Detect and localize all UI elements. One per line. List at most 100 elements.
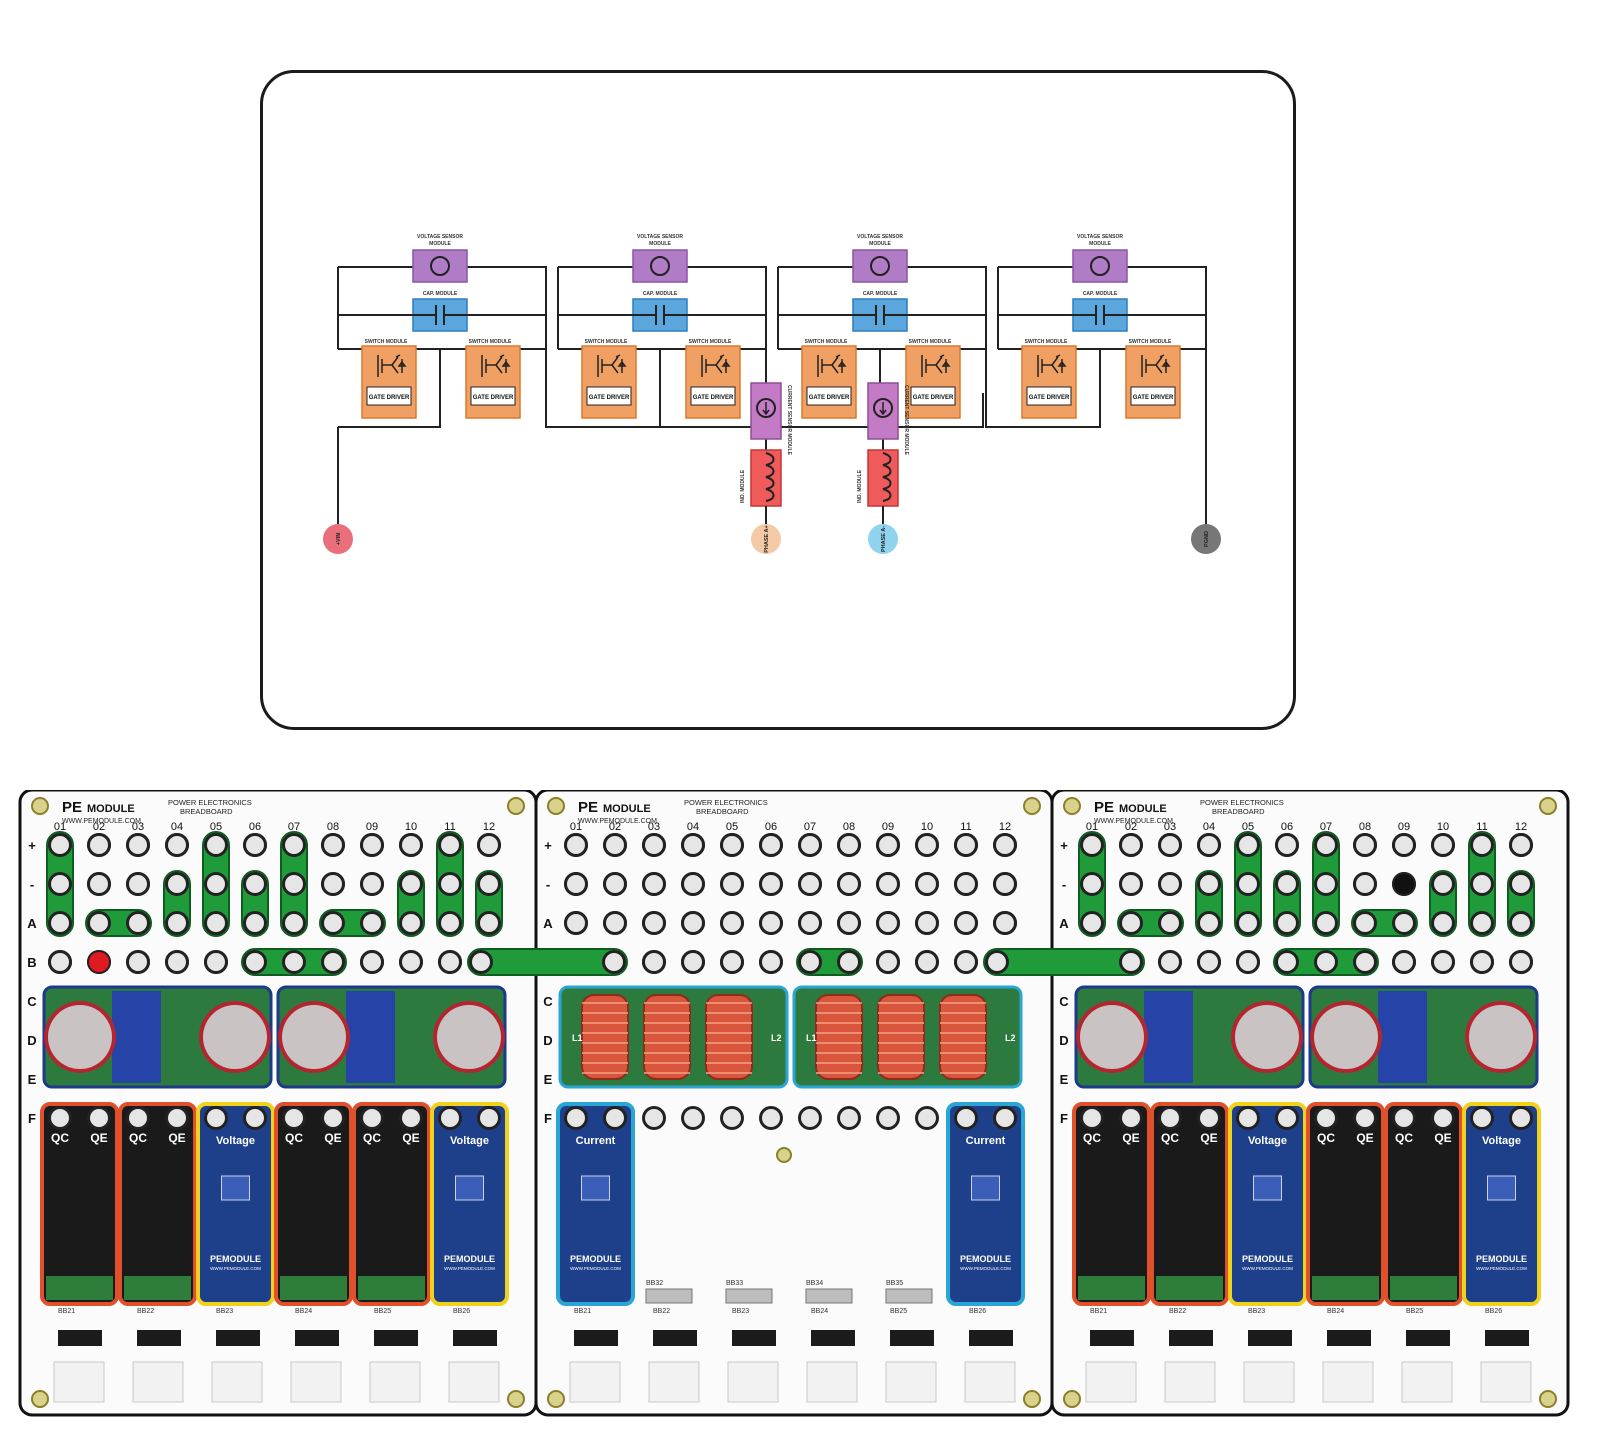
row-label: E	[544, 1072, 553, 1087]
gate-driver-box	[690, 386, 736, 406]
gate-driver-label: GATE DRIVER	[809, 395, 850, 401]
bb-top-label: BB34	[806, 1280, 823, 1287]
gate-driver-box	[1130, 386, 1176, 406]
inductor-label: IND. MODULE	[740, 469, 746, 503]
terminal	[868, 524, 898, 554]
qe-label: QE	[1434, 1131, 1451, 1145]
mounting-screw	[1063, 797, 1081, 815]
switch-module	[581, 345, 637, 419]
hole-screw	[762, 836, 780, 854]
hole-screw	[723, 914, 741, 932]
ic-chip	[374, 1330, 418, 1346]
igbt-symbol	[1141, 354, 1171, 377]
probe-marker	[89, 952, 109, 972]
column-label: 08	[1359, 821, 1371, 833]
column-label: 09	[882, 821, 894, 833]
voltage-sensor-label-line2: MODULE	[649, 241, 671, 247]
hole-screw	[762, 875, 780, 893]
mounting-screw	[1063, 1390, 1081, 1408]
brand-url: WWW.PEMODULE.COM	[578, 818, 657, 825]
brand-logo-a: PE	[1094, 799, 1114, 816]
current-module-board	[556, 1102, 635, 1306]
hole-screw	[918, 1109, 936, 1127]
connector-socket	[1085, 1361, 1137, 1403]
hole-screw	[1434, 1109, 1452, 1127]
column-label: 12	[999, 821, 1011, 833]
switch-module-board	[1306, 1102, 1385, 1306]
hole-screw	[1083, 1109, 1101, 1127]
connector-socket	[569, 1361, 621, 1403]
voltmeter-symbol	[870, 256, 890, 276]
terminal-label: PGND	[1204, 531, 1210, 547]
hole-screw	[1473, 914, 1491, 932]
column-label: 12	[1515, 821, 1527, 833]
hole-screw	[957, 875, 975, 893]
hole-screw	[1317, 953, 1335, 971]
switch-module-board	[352, 1102, 431, 1306]
hole-screw	[918, 875, 936, 893]
inductor-pin-label: L2	[1005, 1033, 1016, 1043]
hole-screw	[441, 1109, 459, 1127]
hole-screw	[441, 836, 459, 854]
row-label: D	[27, 1033, 36, 1048]
column-label: 03	[648, 821, 660, 833]
hole-screw	[684, 953, 702, 971]
inductor-coil-symbol	[765, 452, 775, 502]
current-arrow-icon	[762, 402, 770, 416]
pin-header	[645, 1288, 693, 1304]
column-label: 08	[327, 821, 339, 833]
column-label: 03	[1164, 821, 1176, 833]
qe-label: QE	[1122, 1131, 1139, 1145]
hole-screw	[472, 953, 490, 971]
board-title-line2: BREADBOARD	[1212, 807, 1265, 816]
toroid-inductor	[877, 994, 925, 1080]
voltage-sensor-module	[852, 249, 908, 283]
switch-module-header	[46, 1276, 113, 1300]
column-label: 07	[804, 821, 816, 833]
hole-screw	[246, 914, 264, 932]
hole-screw	[879, 914, 897, 932]
voltage-sensor-label-line2: MODULE	[869, 241, 891, 247]
column-label: 02	[609, 821, 621, 833]
voltage-module-board	[430, 1102, 509, 1306]
switch-module-header	[1390, 1276, 1457, 1300]
module-brand: PEMODULE	[960, 1254, 1011, 1264]
hole-screw	[363, 836, 381, 854]
hole-screw	[840, 836, 858, 854]
cap-module-bar	[346, 991, 395, 1083]
hole-screw	[1356, 875, 1374, 893]
hole-screw	[762, 914, 780, 932]
switch-module-header	[1312, 1276, 1379, 1300]
hole-screw	[1317, 1109, 1335, 1127]
hole-screw	[480, 914, 498, 932]
hole-screw	[402, 914, 420, 932]
row-label: E	[28, 1072, 37, 1087]
qc-label: QC	[285, 1131, 303, 1145]
hole-screw	[168, 875, 186, 893]
mounting-screw	[31, 797, 49, 815]
ic-chip	[137, 1330, 181, 1346]
column-label: 04	[171, 821, 183, 833]
hole-screw	[168, 914, 186, 932]
hole-screw	[480, 836, 498, 854]
hole-screw	[1356, 914, 1374, 932]
ammeter-symbol	[756, 398, 776, 418]
hole-screw	[840, 875, 858, 893]
brand-logo-a: PE	[578, 799, 598, 816]
inductor-coil-symbol	[882, 452, 892, 502]
connector-socket	[132, 1361, 184, 1403]
cap-module-label: CAP. MODULE	[1083, 291, 1118, 297]
hole-screw	[567, 914, 585, 932]
cap-module-label: CAP. MODULE	[643, 291, 678, 297]
bb-label: BB23	[216, 1308, 233, 1315]
hole-screw	[723, 875, 741, 893]
switch-module	[905, 345, 961, 419]
voltmeter-symbol	[1090, 256, 1110, 276]
jumper-link	[983, 948, 1145, 976]
switch-module-board	[40, 1102, 119, 1306]
hole-screw	[363, 875, 381, 893]
dip-switch	[1487, 1175, 1516, 1201]
hole-screw	[1161, 836, 1179, 854]
